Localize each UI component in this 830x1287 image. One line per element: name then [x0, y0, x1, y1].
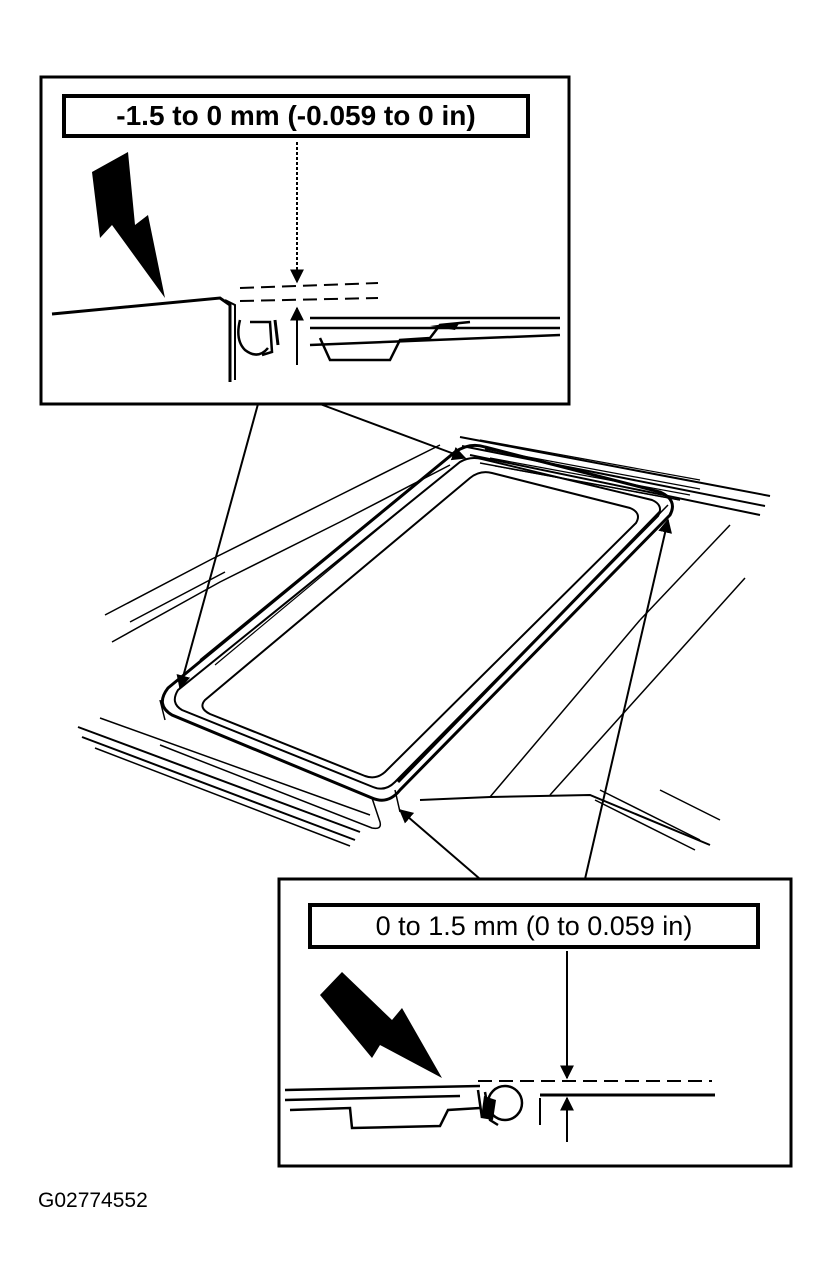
leader-arrows [176, 403, 672, 880]
top-spec-label: -1.5 to 0 mm (-0.059 to 0 in) [62, 94, 530, 138]
indicator-arrow-top [92, 152, 165, 298]
figure-id: G02774552 [38, 1189, 148, 1212]
bottom-spec-label: 0 to 1.5 mm (0 to 0.059 in) [308, 903, 760, 949]
roof-panel-view [77, 436, 771, 851]
indicator-arrow-bottom [320, 972, 442, 1078]
rear-seal-hatch [479, 439, 701, 501]
